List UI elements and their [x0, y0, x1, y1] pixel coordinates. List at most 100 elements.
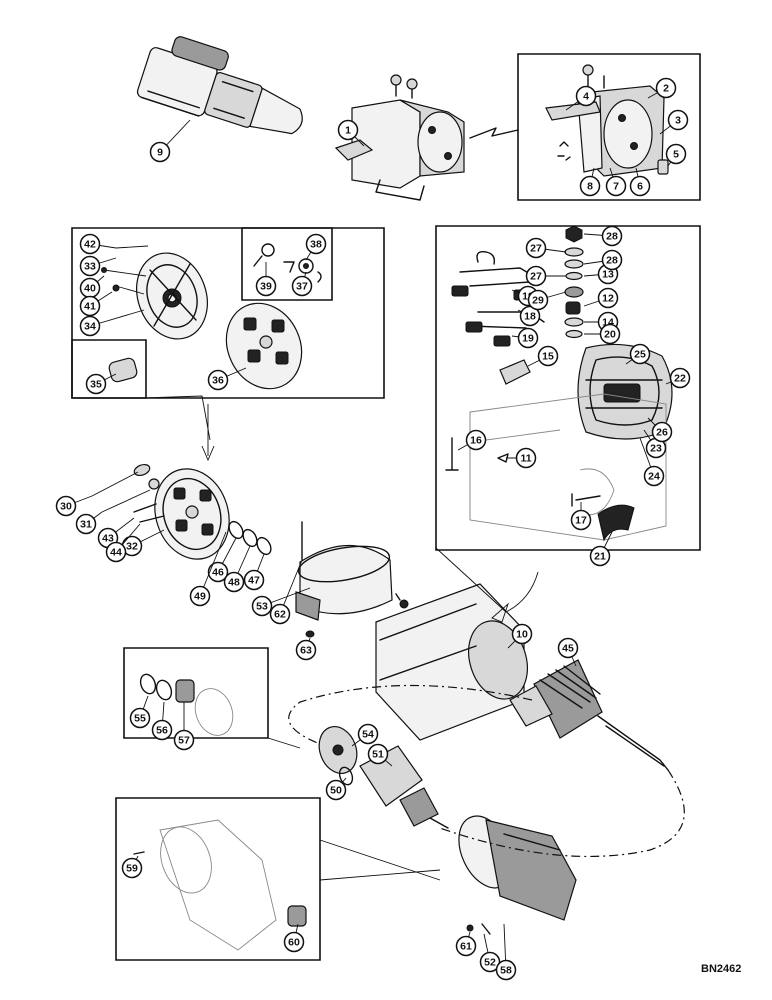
callout-circle	[129, 707, 151, 729]
callout-number: 16	[470, 435, 482, 447]
callout-circle	[495, 959, 517, 981]
callout-circle	[519, 305, 541, 327]
part-cover-band-53	[295, 521, 393, 638]
callout-circle	[601, 249, 623, 271]
callout-number: 14	[602, 317, 614, 329]
callout-number: 1	[345, 125, 351, 137]
part-end-plate-hardware	[91, 463, 165, 523]
callout-circle	[255, 275, 277, 297]
part-drive-bearing-set	[139, 673, 234, 736]
part-nose-housing-58	[458, 815, 577, 935]
callout-number: 39	[260, 281, 272, 293]
callout-9: 9	[149, 119, 191, 163]
callout-number: 20	[604, 329, 616, 341]
callout-number: 10	[516, 629, 528, 641]
callout-circle	[207, 369, 229, 391]
callout-number: 12	[602, 293, 614, 305]
callout-circle	[79, 233, 101, 255]
callout-number: 28	[606, 255, 618, 267]
callout-number: 21	[594, 551, 606, 563]
callout-number: 13	[602, 269, 614, 281]
callout-circle	[579, 175, 601, 197]
callout-circle	[651, 421, 673, 443]
callout-57: 57	[173, 702, 195, 751]
callout-number: 43	[102, 533, 114, 545]
brush-spring-inset-frame	[241, 227, 333, 301]
callout-40: 40	[79, 275, 105, 299]
callout-circle	[295, 639, 317, 661]
callout-38: 38	[305, 233, 327, 261]
part-pole-shoe-21	[597, 504, 635, 542]
part-brush-springs	[253, 243, 322, 283]
callout-number: 22	[674, 373, 686, 385]
callout-11: 11	[506, 447, 537, 469]
callout-circle	[525, 265, 547, 287]
callout-47: 47	[243, 553, 265, 591]
callout-number: 4	[583, 91, 589, 103]
callout-31: 31	[75, 511, 103, 535]
callout-number: 7	[613, 181, 619, 193]
callout-number: 50	[330, 785, 342, 797]
callout-8: 8	[579, 167, 601, 197]
callout-number: 34	[84, 321, 96, 333]
callout-number: 60	[288, 937, 300, 949]
callout-circle	[511, 623, 533, 645]
callout-60: 60	[283, 923, 305, 953]
callout-number: 6	[637, 181, 643, 193]
callout-22: 22	[665, 367, 691, 389]
callout-number: 27	[530, 243, 542, 255]
callout-42: 42	[79, 233, 117, 255]
callout-number: 17	[575, 515, 587, 527]
callout-36: 36	[207, 367, 247, 391]
callout-32: 32	[121, 529, 165, 557]
callout-20: 20	[584, 323, 621, 345]
callout-number: 30	[60, 501, 72, 513]
callout-62: 62	[269, 559, 303, 625]
callout-27: 27	[525, 237, 567, 259]
callout-54: 54	[351, 723, 379, 747]
callout-circle	[557, 637, 579, 659]
callout-circle	[527, 289, 549, 311]
frame-inset-leader	[491, 571, 539, 623]
callout-circle	[665, 143, 687, 165]
callout-number: 46	[212, 567, 224, 579]
part-solenoid-exploded	[545, 64, 669, 177]
callout-18: 18	[517, 305, 541, 327]
callout-circle	[173, 729, 195, 751]
drawing-code: BN2462	[701, 963, 741, 975]
callout-number: 37	[296, 281, 308, 293]
callout-27: 27	[525, 265, 566, 287]
callout-number: 19	[522, 291, 534, 303]
part-terminal-hardware	[564, 225, 584, 339]
callout-circle	[667, 109, 689, 131]
callout-circle	[655, 77, 677, 99]
callout-51: 51	[367, 743, 393, 767]
callout-50: 50	[325, 777, 347, 801]
callout-number: 49	[194, 591, 206, 603]
callout-number: 36	[212, 375, 224, 387]
callout-circle	[121, 857, 143, 879]
callout-circle	[189, 585, 211, 607]
callout-16: 16	[457, 429, 487, 451]
callout-number: 33	[84, 261, 96, 273]
callout-5: 5	[665, 143, 687, 167]
part-end-housing-34	[101, 245, 208, 340]
callout-number: 54	[362, 729, 374, 741]
part-armature-45	[509, 659, 669, 771]
callout-number: 62	[274, 609, 286, 621]
callout-12: 12	[583, 287, 619, 309]
callout-26: 26	[647, 417, 673, 443]
callout-circle	[597, 287, 619, 309]
callout-number: 25	[634, 349, 646, 361]
part-commutator-end-plate-32	[154, 468, 230, 560]
starter-assembly-drawing	[91, 36, 685, 951]
part-complete-starter	[136, 36, 303, 135]
callout-number: 61	[460, 941, 472, 953]
callout-circle	[629, 175, 651, 197]
callout-circle	[599, 323, 621, 345]
callout-10: 10	[507, 623, 533, 649]
callout-number: 55	[134, 713, 146, 725]
callout-circle	[575, 85, 597, 107]
callout-number: 32	[126, 541, 138, 553]
